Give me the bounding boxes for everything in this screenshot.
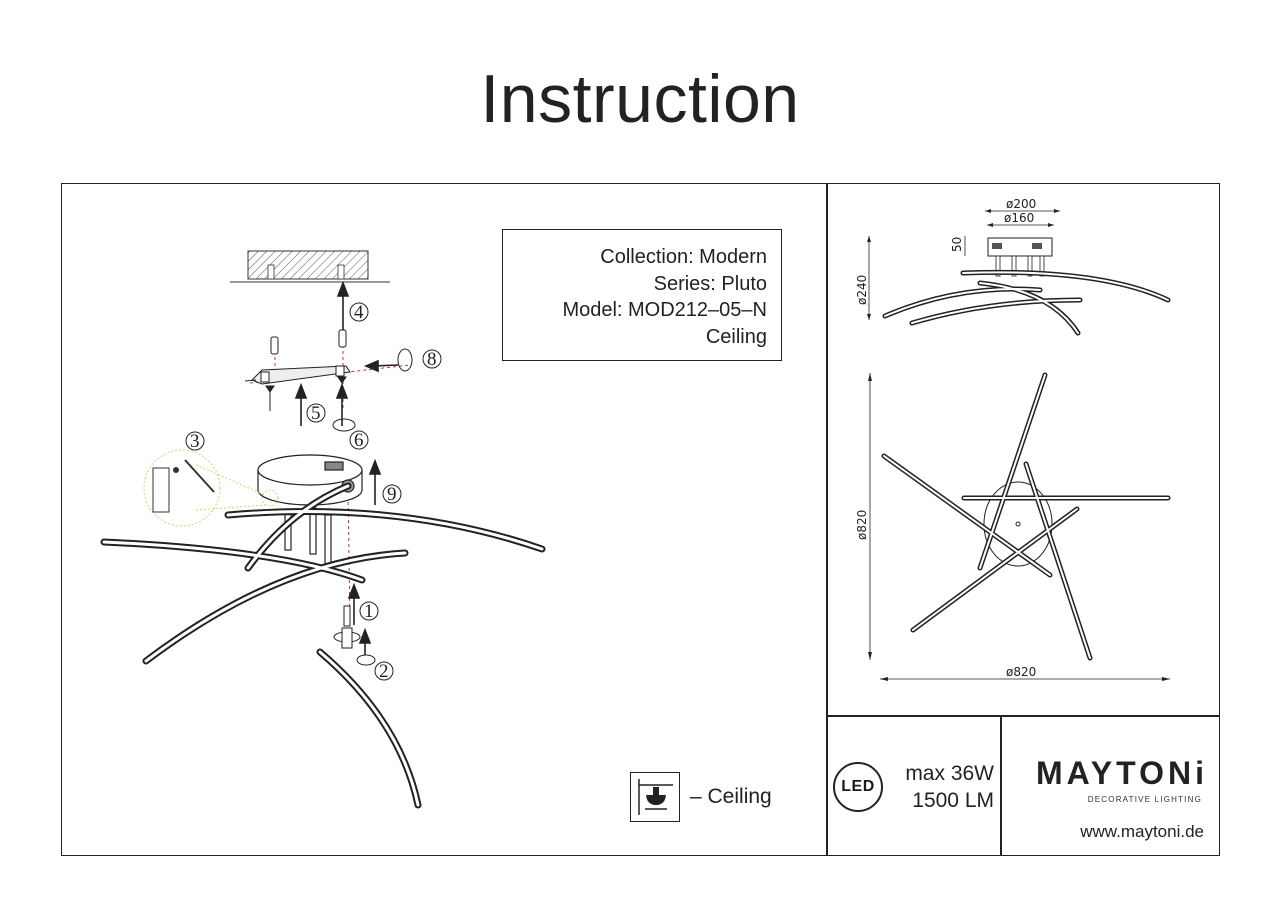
ceiling-block <box>230 250 390 283</box>
mounting-bracket <box>244 329 413 666</box>
ceiling-legend: – Ceiling <box>630 770 772 824</box>
brand-logo: MAYTONi <box>1035 755 1208 791</box>
led-badge: LED <box>833 762 883 812</box>
step-label: 2 <box>379 661 389 682</box>
power-specs: max 36W 1500 LM <box>886 760 994 814</box>
dim-h50: 50 <box>950 237 964 252</box>
mounting-text: Ceiling <box>705 325 767 348</box>
collection-text: Collection: Modern <box>600 246 767 268</box>
side-view: ø200 ø160 50 ø240 <box>855 197 1171 336</box>
model-text: Model: MOD212–05–N <box>562 299 767 321</box>
dim-h240: ø240 <box>855 275 869 305</box>
step-label: 8 <box>427 349 437 370</box>
max-power-text: max 36W <box>905 762 994 785</box>
dim-w820: ø820 <box>1006 665 1036 679</box>
led-arms-inner <box>102 484 544 807</box>
dim-h820: ø820 <box>855 510 869 540</box>
step-label: 6 <box>354 430 364 451</box>
website-link[interactable]: www.maytoni.de <box>1080 822 1204 841</box>
step-label: 9 <box>387 484 397 505</box>
instruction-frame <box>61 183 1220 856</box>
dim-d200: ø200 <box>1006 197 1036 211</box>
ceiling-mount-icon <box>630 772 680 822</box>
ceiling-legend-label: – Ceiling <box>690 785 772 808</box>
page-title: Instruction <box>480 61 800 137</box>
step-label: 1 <box>364 601 374 622</box>
step-label: 5 <box>311 403 321 424</box>
step-label: 3 <box>190 431 200 452</box>
dim-d160: ø160 <box>1004 211 1034 225</box>
guide-lines <box>249 285 411 626</box>
lumen-text: 1500 LM <box>912 789 994 812</box>
detail-callout <box>143 449 279 527</box>
step-labels: 1 2 3 4 5 6 8 9 <box>185 302 442 682</box>
series-text: Series: Pluto <box>653 272 767 295</box>
step-label: 4 <box>354 302 364 323</box>
divider-horizontal <box>826 715 1220 717</box>
divider-vertical <box>826 183 828 856</box>
brand-tagline: DECORATIVE LIGHTING <box>1087 795 1202 804</box>
top-view: ø820 ø820 <box>855 372 1171 681</box>
connector-parts <box>333 605 361 649</box>
product-info-box: Collection: Modern Series: Pluto Model: … <box>502 229 782 361</box>
divider-footer <box>1000 715 1002 856</box>
